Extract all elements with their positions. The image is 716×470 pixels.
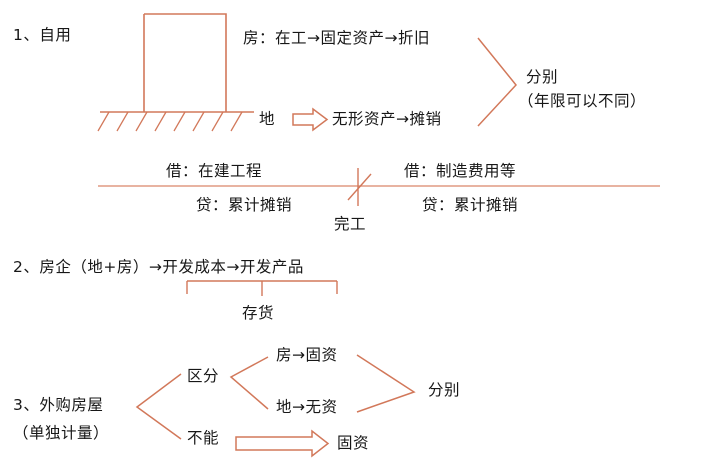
section3-converge-note: 分别 — [428, 381, 461, 399]
fork-after-qufen — [229, 356, 269, 410]
timeline-left-credit: 贷：累计摊销 — [196, 196, 293, 214]
section1-land-label: 地 — [259, 110, 276, 128]
section3-sub-bottom: 地→无资 — [276, 398, 338, 416]
section2-brace-label: 存货 — [242, 304, 275, 322]
building-rectangle — [143, 13, 227, 112]
block-arrow-right-long — [235, 429, 330, 458]
timeline-milestone: 完工 — [334, 215, 367, 233]
converge-bracket-section3 — [356, 354, 416, 413]
section3-heading-line2: （单独计量） — [13, 424, 110, 442]
section3-branch-bottom: 不能 — [187, 429, 220, 447]
inventory-brace — [186, 280, 338, 296]
section1-converge-note-line2: （年限可以不同） — [518, 92, 647, 110]
section1-converge-note-line1: 分别 — [526, 68, 559, 86]
timeline-left-debit: 借：在建工程 — [166, 162, 263, 180]
block-arrow-right-land — [292, 107, 329, 132]
section3-bottom-result: 固资 — [337, 434, 370, 452]
section3-heading-line1: 3、外购房屋 — [13, 396, 104, 414]
section1-house-flow: 房：在工→固定资产→折旧 — [243, 29, 430, 47]
section3-branch-top: 区分 — [187, 367, 220, 385]
section3-sub-top: 房→固资 — [276, 346, 338, 364]
timeline-right-credit: 贷：累计摊销 — [422, 196, 519, 214]
converge-bracket-section1 — [477, 37, 517, 127]
timeline-axis — [98, 168, 660, 206]
fork-left-section3 — [135, 373, 182, 440]
timeline-right-debit: 借：制造费用等 — [404, 162, 517, 180]
section1-land-flow: 无形资产→摊销 — [332, 110, 442, 128]
hatched-ground-line — [97, 111, 254, 132]
section2-heading: 2、房企（地+房）→开发成本→开发产品 — [13, 258, 304, 276]
section1-heading: 1、自用 — [13, 26, 72, 44]
